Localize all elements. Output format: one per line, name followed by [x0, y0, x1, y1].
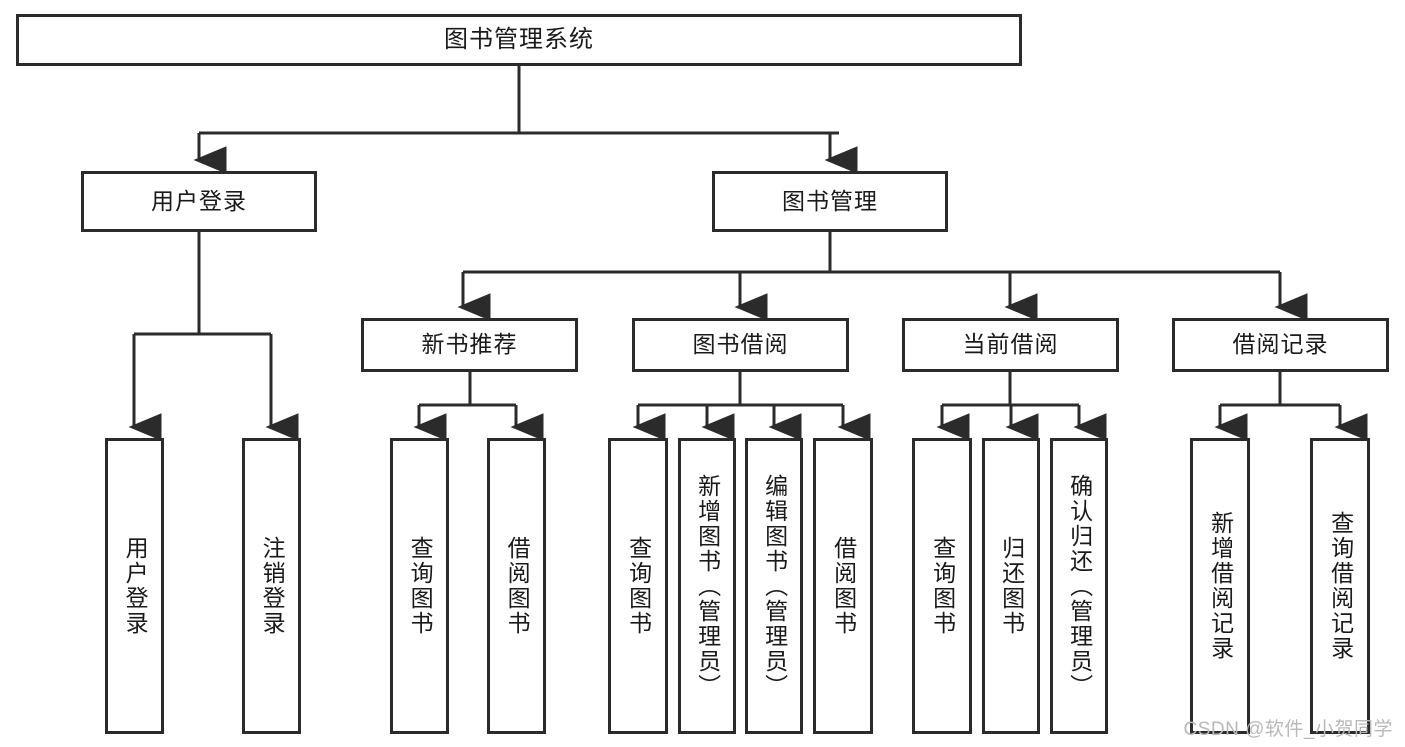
node-leaf-query-borrow-record[interactable]: 查询借阅记录	[1310, 438, 1370, 734]
node-book-borrowing[interactable]: 图书借阅	[632, 318, 849, 372]
node-leaf-user-login[interactable]: 用户登录	[105, 438, 164, 734]
node-leaf-query-books-new-book[interactable]: 查询图书	[390, 438, 449, 734]
node-leaf-borrow-books-borrowing[interactable]: 借阅图书	[813, 438, 873, 734]
node-leaf-query-books-current[interactable]: 查询图书	[912, 438, 972, 734]
node-leaf-confirm-return-admin[interactable]: 确认归还（管理员）	[1050, 438, 1108, 734]
node-leaf-logout[interactable]: 注销登录	[242, 438, 301, 734]
node-borrowing-records[interactable]: 借阅记录	[1172, 318, 1389, 372]
node-leaf-edit-book-admin[interactable]: 编辑图书（管理员）	[745, 438, 803, 734]
node-leaf-query-books-borrowing[interactable]: 查询图书	[608, 438, 668, 734]
node-leaf-add-borrow-record[interactable]: 新增借阅记录	[1190, 438, 1250, 734]
node-new-book-recommendation[interactable]: 新书推荐	[361, 318, 578, 372]
node-leaf-return-books[interactable]: 归还图书	[982, 438, 1040, 734]
node-root-book-management-system[interactable]: 图书管理系统	[16, 14, 1022, 66]
node-leaf-borrow-books-new-book[interactable]: 借阅图书	[487, 438, 546, 734]
node-user-login[interactable]: 用户登录	[81, 171, 317, 232]
node-current-borrowing[interactable]: 当前借阅	[902, 318, 1119, 372]
node-leaf-add-book-admin[interactable]: 新增图书（管理员）	[678, 438, 736, 734]
node-book-management[interactable]: 图书管理	[712, 171, 948, 232]
